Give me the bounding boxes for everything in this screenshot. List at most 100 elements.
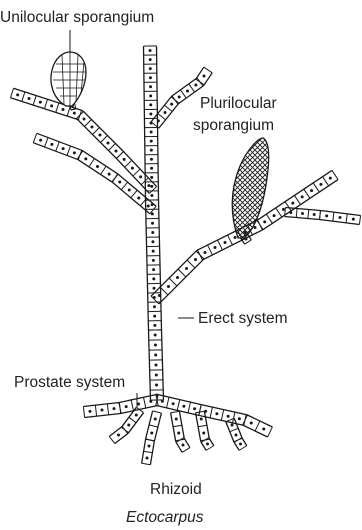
cell-nucleus xyxy=(147,184,150,187)
cell-wall xyxy=(167,397,169,408)
cell-nucleus xyxy=(154,334,157,337)
cell-wall xyxy=(101,166,106,174)
cell-wall xyxy=(149,425,158,427)
cell-nucleus xyxy=(149,103,152,106)
filament-left-lower-branch xyxy=(33,133,156,214)
cell-nucleus xyxy=(153,287,156,290)
cell-wall xyxy=(196,79,204,85)
cell-wall xyxy=(67,107,70,117)
cell-nucleus xyxy=(146,457,149,460)
filament-wall xyxy=(150,413,161,465)
cell-wall xyxy=(142,463,151,464)
cell-wall xyxy=(233,412,235,423)
cell-nucleus xyxy=(16,93,19,96)
cell-nucleus xyxy=(214,246,217,249)
cell-wall xyxy=(198,425,207,427)
cell-wall xyxy=(56,103,59,113)
cell-nucleus xyxy=(204,251,207,254)
cell-wall xyxy=(228,235,233,245)
cell-nucleus xyxy=(155,374,158,377)
cell-wall xyxy=(255,421,260,431)
cell-nucleus xyxy=(101,409,104,412)
cell-nucleus xyxy=(113,407,116,410)
cell-nucleus xyxy=(182,405,185,408)
cell-nucleus xyxy=(239,443,242,446)
cell-nucleus xyxy=(150,131,153,134)
cell-wall xyxy=(180,90,186,98)
cell-nucleus xyxy=(83,118,86,121)
cell-nucleus xyxy=(175,418,178,421)
cell-nucleus xyxy=(289,211,292,214)
cell-nucleus xyxy=(227,415,230,418)
filament-prostate-left xyxy=(83,395,158,418)
label-erect-system: Erect system xyxy=(198,310,288,327)
filament-main-axis xyxy=(144,46,164,400)
cell-nucleus xyxy=(149,94,152,97)
cell-wall xyxy=(78,110,81,120)
cell-wall xyxy=(313,183,319,192)
cell-wall xyxy=(171,411,180,413)
filament-wall xyxy=(71,109,76,110)
cell-nucleus xyxy=(167,285,170,288)
cell-nucleus xyxy=(149,49,152,52)
cell-nucleus xyxy=(150,432,153,435)
cell-nucleus xyxy=(149,76,152,79)
cell-nucleus xyxy=(73,151,76,154)
cell-wall xyxy=(78,150,82,159)
cell-nucleus xyxy=(273,214,276,217)
cell-wall xyxy=(125,160,132,167)
cell-nucleus xyxy=(310,189,313,192)
cell-wall xyxy=(178,269,186,277)
cell-nucleus xyxy=(150,167,153,170)
label-unilocular-sporangium: Unilocular sporangium xyxy=(0,9,154,26)
cell-nucleus xyxy=(151,222,154,225)
cell-nucleus xyxy=(150,149,153,152)
cell-wall xyxy=(332,170,338,179)
cell-nucleus xyxy=(203,75,206,78)
cell-wall xyxy=(84,119,91,126)
cell-wall xyxy=(44,99,47,109)
cell-nucleus xyxy=(155,364,158,367)
cell-wall xyxy=(239,446,247,451)
cell-nucleus xyxy=(150,194,153,197)
cell-wall xyxy=(33,96,36,106)
cell-wall xyxy=(285,202,291,211)
cell-nucleus xyxy=(151,212,154,215)
cell-wall xyxy=(308,210,309,219)
cell-nucleus xyxy=(238,417,241,420)
cell-nucleus xyxy=(96,165,99,168)
cell-nucleus xyxy=(224,241,227,244)
filament-wall xyxy=(179,411,190,448)
cell-nucleus xyxy=(155,384,158,387)
cell-wall xyxy=(92,127,99,134)
cell-nucleus xyxy=(50,143,53,146)
cell-nucleus xyxy=(128,189,131,192)
cell-nucleus xyxy=(250,422,253,425)
filament-wall xyxy=(285,217,360,225)
filament-wall xyxy=(144,46,151,400)
cell-nucleus xyxy=(329,177,332,180)
cell-wall xyxy=(199,405,201,416)
cell-nucleus xyxy=(154,418,157,421)
cell-wall xyxy=(266,214,272,223)
cell-wall xyxy=(131,190,137,198)
cell-wall xyxy=(108,143,115,150)
cell-wall xyxy=(276,208,282,217)
cell-wall xyxy=(210,407,212,418)
cell-nucleus xyxy=(137,197,140,200)
cell-nucleus xyxy=(39,101,42,104)
cell-wall xyxy=(164,105,172,111)
cell-nucleus xyxy=(139,175,142,178)
cell-wall xyxy=(169,278,177,286)
cell-wall xyxy=(44,138,48,147)
unilocular-sporangium xyxy=(51,52,86,106)
cell-nucleus xyxy=(170,103,173,106)
cell-nucleus xyxy=(325,214,328,217)
cell-wall xyxy=(218,240,223,250)
cell-wall xyxy=(116,151,123,158)
cell-nucleus xyxy=(89,410,92,413)
plurilocular-sporangium xyxy=(232,138,268,238)
cell-wall xyxy=(333,212,334,221)
cell-nucleus xyxy=(151,231,154,234)
leader-lines xyxy=(70,30,194,407)
